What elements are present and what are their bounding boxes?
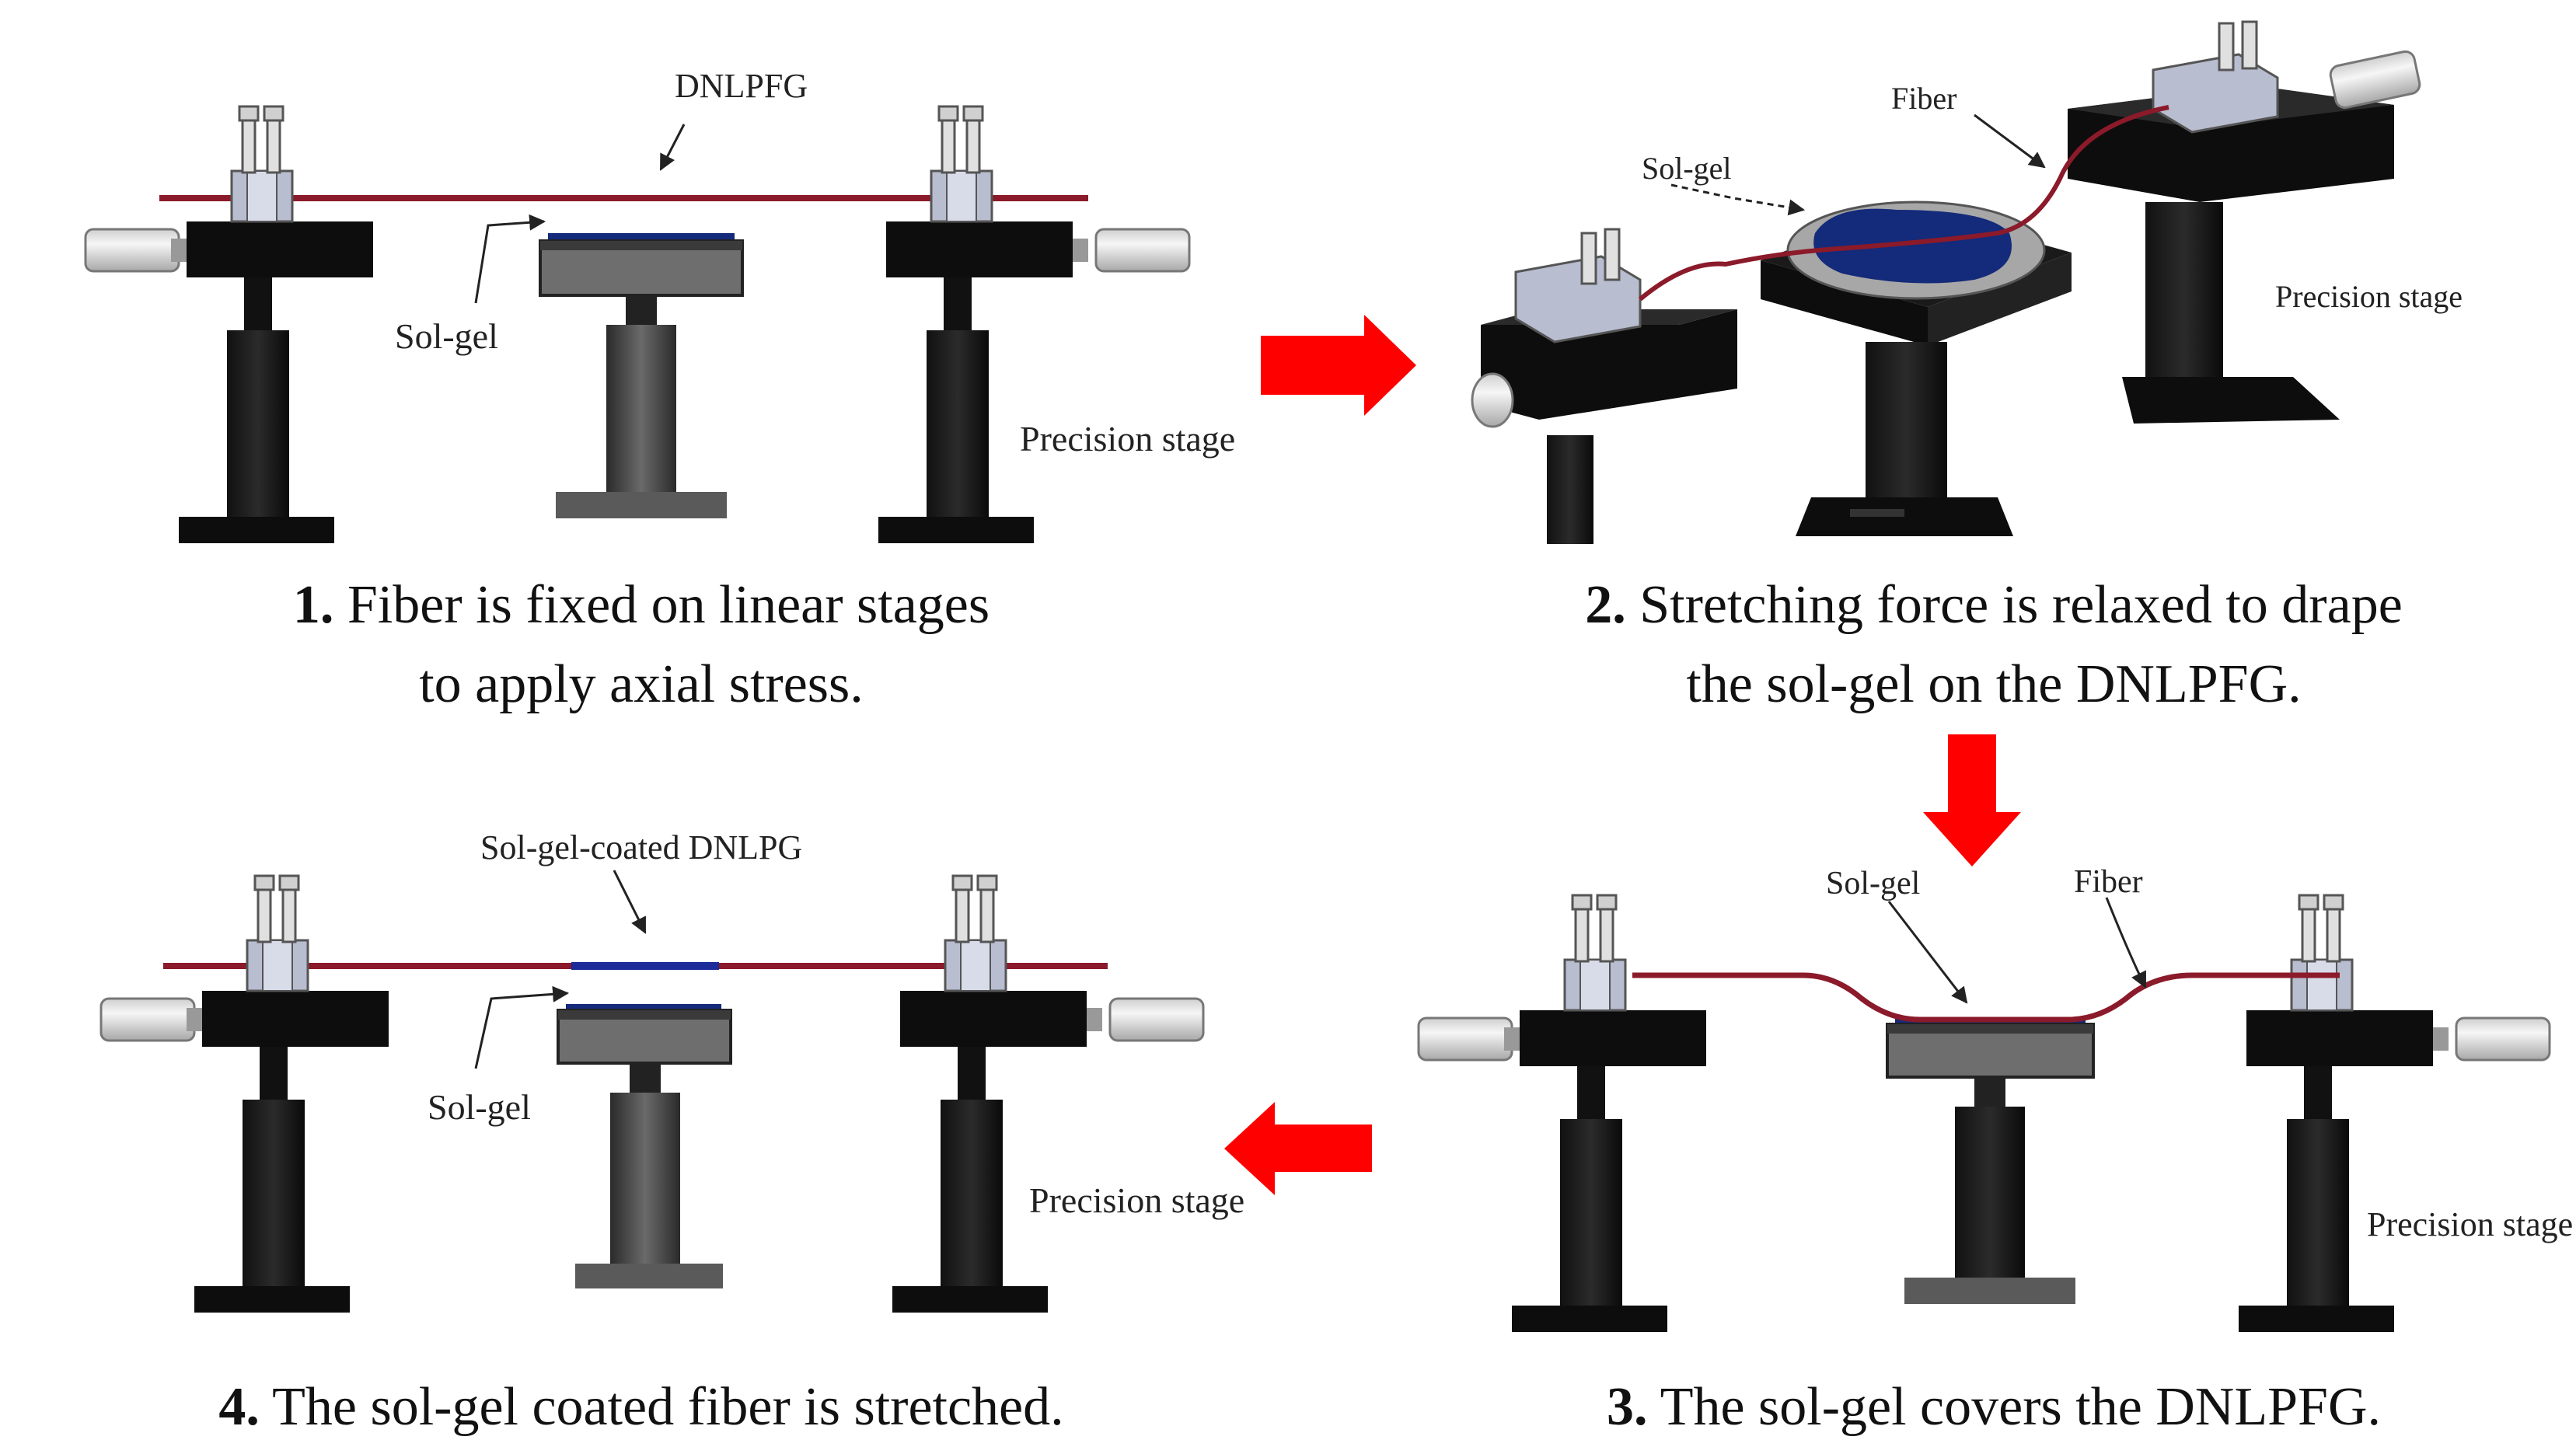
caption-number: 1.	[292, 575, 334, 635]
caption-text-line2: to apply axial stress.	[419, 654, 864, 714]
left-linear-stage	[1471, 228, 1737, 544]
arrow-right-icon	[1261, 315, 1416, 416]
panel-3: Sol-gel Fiber Precision stage	[1417, 864, 2573, 1334]
label-fiber: Fiber	[1891, 81, 1956, 116]
solgel-pool	[1813, 208, 2012, 284]
caption-step-1: 1. Fiber is fixed on linear stages to ap…	[124, 566, 1158, 724]
label-solgel: Sol-gel	[428, 1087, 531, 1127]
solgel-holder	[1886, 1018, 2095, 1304]
arrow-left-icon	[1224, 1102, 1372, 1195]
label-fiber: Fiber	[2074, 864, 2143, 900]
right-linear-stage	[2237, 894, 2551, 1334]
panel-1: DNLPFG Sol-gel Precision stage	[84, 67, 1235, 545]
caption-step-4: 4. The sol-gel coated fiber is stretched…	[62, 1368, 1220, 1447]
solgel-holder	[539, 232, 744, 520]
arrow-down-icon	[1923, 734, 2021, 866]
caption-number: 2.	[1585, 575, 1626, 635]
caption-text: Fiber is fixed on linear stages	[347, 575, 990, 635]
panel-4: Sol-gel-coated DNLPG Sol-gel Precision s…	[99, 828, 1244, 1314]
fiber-curve	[1639, 105, 2169, 302]
solgel-holder	[1761, 200, 2072, 536]
label-precision-stage: Precision stage	[2367, 1205, 2573, 1243]
solgel-holder	[557, 1004, 732, 1288]
caption-number: 3.	[1606, 1377, 1648, 1437]
left-linear-stage	[1417, 894, 1708, 1334]
label-precision-stage: Precision stage	[2275, 279, 2463, 314]
caption-text: The sol-gel covers the DNLPFG.	[1660, 1377, 2382, 1437]
caption-text: The sol-gel coated fiber is stretched.	[272, 1377, 1064, 1437]
fiber-curve	[1632, 972, 2340, 1023]
caption-text: Stretching force is relaxed to drape	[1639, 575, 2403, 635]
caption-text-line2: the sol-gel on the DNLPFG.	[1686, 654, 2302, 714]
label-solgel: Sol-gel	[1826, 866, 1920, 901]
label-precision-stage: Precision stage	[1020, 419, 1235, 459]
right-linear-stage	[891, 874, 1205, 1314]
label-precision-stage: Precision stage	[1029, 1180, 1244, 1220]
label-solgel: Sol-gel	[1642, 151, 1732, 186]
caption-step-2: 2. Stretching force is relaxed to drape …	[1446, 566, 2542, 724]
left-linear-stage	[84, 105, 375, 545]
label-coated-dnlpg: Sol-gel-coated DNLPG	[480, 828, 802, 866]
label-dnlpfg: DNLPFG	[675, 67, 808, 105]
right-linear-stage	[2068, 20, 2421, 424]
left-linear-stage	[99, 874, 390, 1314]
label-solgel: Sol-gel	[395, 316, 498, 356]
caption-number: 4.	[218, 1377, 260, 1437]
caption-step-3: 3. The sol-gel covers the DNLPFG.	[1446, 1368, 2542, 1447]
panel-2: Fiber Sol-gel Precision stage	[1471, 20, 2463, 544]
right-linear-stage	[877, 105, 1191, 545]
